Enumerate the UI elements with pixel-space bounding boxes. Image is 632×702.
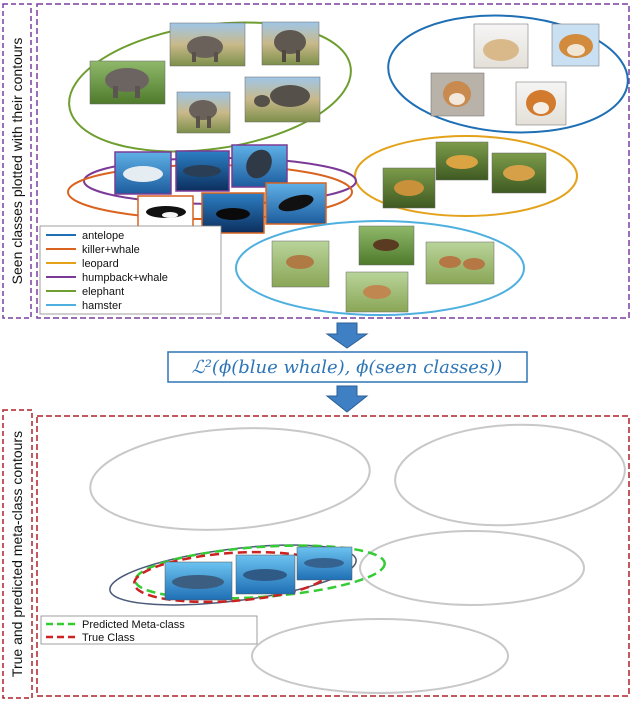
gray-contour-2	[394, 423, 626, 527]
arrow-down-icon	[325, 385, 369, 413]
legend-label-killer-whale: killer+whale	[82, 244, 140, 256]
top-side-label-box	[2, 3, 32, 319]
legend-label-humpback-whale: humpback+whale	[82, 272, 168, 284]
humpback-whale-image-2	[175, 150, 230, 192]
hamster-image-2	[551, 23, 600, 67]
legend-item-antelope: antelope	[46, 230, 124, 242]
legend-item-elephant: elephant	[46, 286, 124, 298]
blue-whale-image-2	[235, 554, 296, 595]
leopard-contour	[354, 135, 578, 217]
bottom-side-label-box	[2, 409, 33, 699]
gray-contour-4	[251, 618, 509, 694]
bottom-panel-border	[36, 415, 630, 697]
leopard-image-1	[435, 141, 489, 181]
bottom-side-label: True and predicted meta-class contours	[9, 431, 25, 677]
leopard-image-3	[491, 152, 547, 194]
arrow-down-icon	[325, 322, 369, 349]
top-panel-border	[36, 3, 630, 319]
antelope-image-1	[271, 240, 330, 288]
formula: ℒ²(ϕ(blue whale), ϕ(seen classes))	[192, 357, 502, 378]
legend-item-true-class: True Class	[46, 632, 135, 644]
antelope-image-3	[425, 241, 495, 285]
gray-contour-1	[89, 427, 371, 531]
legend-label-true-class: True Class	[82, 632, 135, 644]
hamster-image-1	[473, 23, 529, 69]
gray-contour-3	[359, 530, 585, 606]
legend-item-humpback-whale: humpback+whale	[46, 272, 168, 284]
top-side-label: Seen classes plotted with their contours	[9, 38, 25, 285]
legend-item-leopard: leopard	[46, 258, 119, 270]
formula-box	[167, 351, 528, 383]
legend-label-leopard: leopard	[82, 258, 119, 270]
elephant-image-4	[244, 76, 321, 123]
top-legend: antelope killer+whale leopard humpback+w…	[39, 225, 222, 315]
hamster-contour	[387, 14, 629, 134]
bottom-legend: Predicted Meta-class True Class	[40, 615, 258, 645]
elephant-image-3	[89, 60, 166, 105]
antelope-image-4	[345, 271, 409, 313]
humpback-whale-image-1	[114, 151, 172, 195]
hamster-image-4	[515, 81, 567, 126]
legend-label-predicted-meta-class: Predicted Meta-class	[82, 619, 185, 631]
leopard-image-2	[382, 167, 436, 209]
elephant-image-1	[169, 22, 246, 67]
legend-item-killer-whale: killer+whale	[46, 244, 140, 256]
legend-label-hamster: hamster	[82, 300, 122, 312]
antelope-contour	[235, 220, 525, 316]
killer-whale-image-3	[265, 182, 327, 225]
legend-item-hamster: hamster	[46, 300, 122, 312]
legend-label-elephant: elephant	[82, 286, 124, 298]
elephant-image-5	[176, 91, 231, 134]
antelope-image-2	[358, 225, 415, 266]
killer-whale-image-1	[137, 195, 194, 230]
legend-item-predicted-meta-class: Predicted Meta-class	[46, 619, 185, 631]
blue-whale-image-3	[296, 546, 353, 581]
hamster-image-3	[430, 72, 485, 117]
legend-label-antelope: antelope	[82, 230, 124, 242]
elephant-image-2	[261, 21, 320, 66]
blue-whale-image-1	[164, 561, 233, 601]
humpback-whale-image-3	[231, 144, 288, 188]
